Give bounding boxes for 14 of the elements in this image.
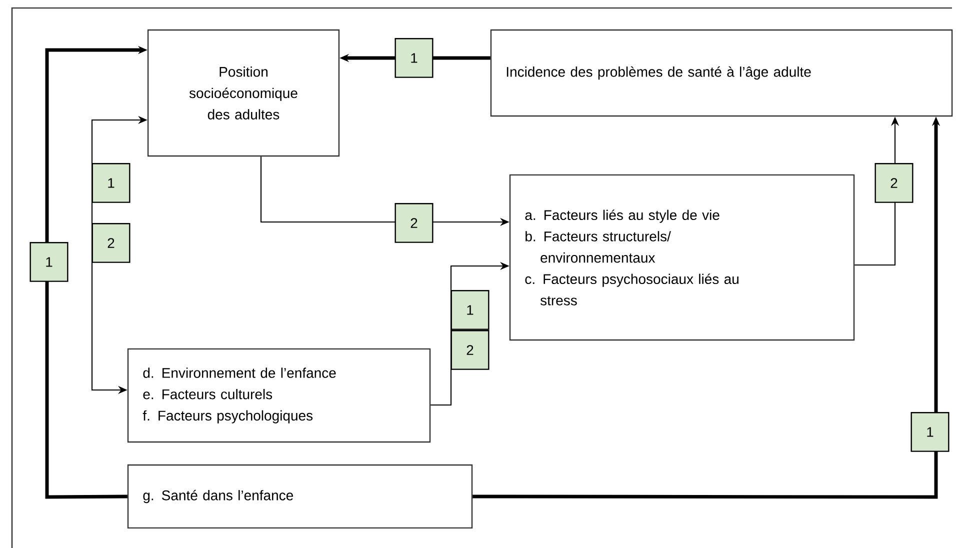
edge-label: 1 xyxy=(92,163,130,203)
edge-label: 1 xyxy=(394,38,434,78)
number-box: 2 xyxy=(450,330,490,370)
edge-label: 1 xyxy=(30,242,68,282)
text-box: Incidence des problèmes de santé à l’âge adulte xyxy=(490,29,953,117)
edge-label: 1 xyxy=(910,412,950,452)
edge-label: 1 xyxy=(450,290,490,330)
text-box: Position socioéconomique des adultes xyxy=(147,29,340,157)
text-box: g. Santé dans l’enfance xyxy=(127,464,473,529)
edge-label: 2 xyxy=(874,163,914,203)
box-with-list: d. Environnement de l’enfance e. Facteurs culturels f. Facteurs psychologiques xyxy=(127,348,431,443)
number-box: 2 xyxy=(92,223,130,263)
box-with-list: a. Facteurs liés au style de vie b. Facteurs structurels/ environnementaux c. Facteurs psychosociaux liés au stress xyxy=(509,174,855,341)
edge-label: 2 xyxy=(394,203,434,243)
